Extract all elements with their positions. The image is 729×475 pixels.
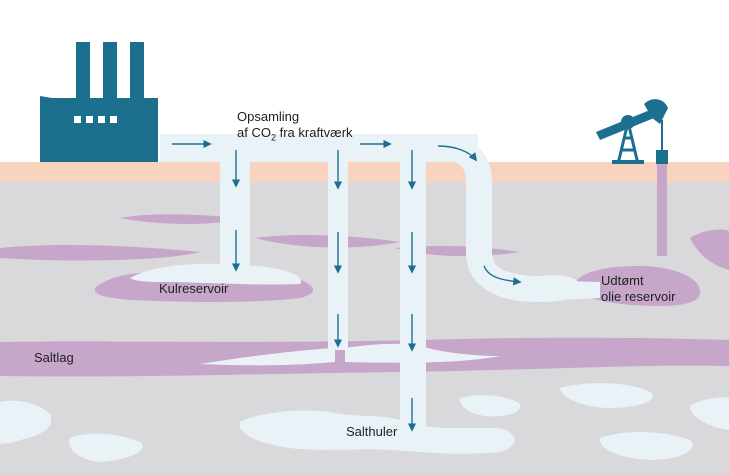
rock-lens xyxy=(0,245,200,261)
flow-arrow xyxy=(483,265,522,286)
rock-lens xyxy=(690,229,729,270)
factory-icon xyxy=(40,42,158,162)
salt-cavern xyxy=(560,383,653,408)
capture-label-line1: Opsamling xyxy=(237,109,300,124)
salt-cavern xyxy=(599,432,693,460)
co2-in-coal xyxy=(130,263,301,285)
flow-arrow xyxy=(437,145,478,162)
co2-in-salt xyxy=(200,348,335,366)
rock-lens xyxy=(120,214,240,224)
depleted-reservoir-line1: Udtømt xyxy=(601,273,644,288)
oil-pump-icon xyxy=(596,99,668,256)
depleted-reservoir-line2: olie reservoir xyxy=(601,289,676,304)
capture-label-line2: af CO2 fra kraftværk xyxy=(237,125,353,143)
capture-label-subscript: 2 xyxy=(270,132,276,143)
coal-reservoir-label: Kulreservoir xyxy=(159,281,229,296)
salt-cavern xyxy=(69,433,143,462)
flow-arrows xyxy=(172,139,522,432)
rock-lens xyxy=(255,235,400,248)
pipe-network xyxy=(160,134,478,430)
salt-cavern xyxy=(459,395,521,417)
depleted-reservoir-label: Udtømt olie reservoir xyxy=(601,273,675,305)
oil-reservoir xyxy=(575,266,701,306)
capture-label-suffix: fra kraftværk xyxy=(275,125,353,140)
capture-label: Opsamling af CO2 fra kraftværk xyxy=(237,109,353,143)
soil-layer xyxy=(0,162,729,182)
salt-layer-label: Saltlag xyxy=(34,350,74,365)
capture-label-prefix: af CO xyxy=(237,125,271,140)
pipe-to-oil-reservoir xyxy=(440,134,600,300)
salt-caverns-label: Salthuler xyxy=(346,424,398,439)
salt-cavern xyxy=(690,397,729,430)
salt-cavern xyxy=(0,400,52,444)
salt-cavern xyxy=(239,410,515,454)
co2-in-oil-reservoir xyxy=(487,262,582,302)
